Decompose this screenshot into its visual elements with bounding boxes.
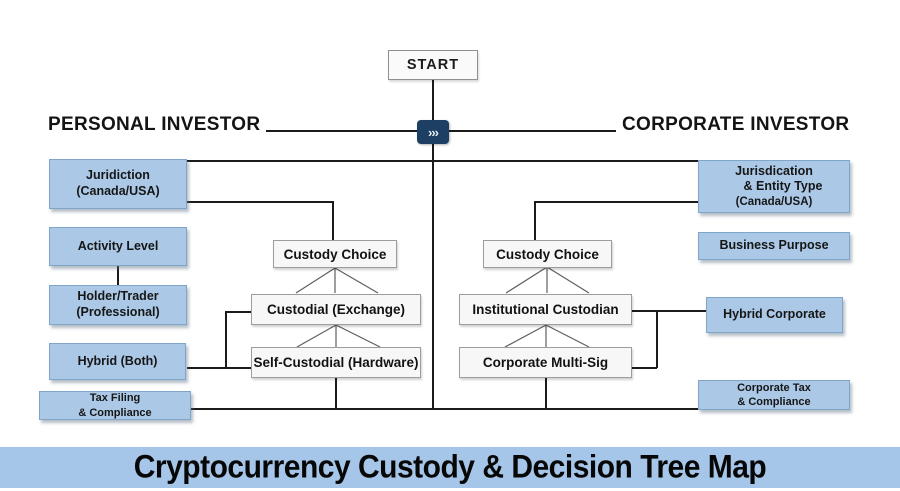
node-hybrid-corporate: Hybrid Corporate [706,297,843,333]
chevrons-icon: ››› [428,124,439,140]
node-line: Activity Level [77,238,159,253]
personal-investor-header: PERSONAL INVESTOR [48,114,261,135]
node-custodial-exchange: Custodial (Exchange) [251,294,421,325]
start-label: START [406,57,460,73]
node-line: Custody Choice [496,246,599,262]
node-line: & Entity Type [743,179,823,194]
node-line: Tax Filing [89,392,141,405]
node-line: Hybrid (Both) [77,353,158,368]
node-hybrid-both: Hybrid (Both) [49,343,186,380]
node-line: Corporate Tax [737,381,811,394]
map-title: Cryptocurrency Custody & Decision Tree M… [133,449,767,485]
node-line: (Canada/USA) [76,184,160,198]
node-institutional-custodian: Institutional Custodian [459,294,632,325]
node-personal-custody-choice: Custody Choice [273,240,397,268]
node-line: Corporate Multi-Sig [482,355,609,370]
node-line: Business Purpose [719,238,829,253]
node-corporate-jurisdiction: Jurisdication & Entity Type (Canada/USA) [698,160,850,213]
node-line: Custodial (Exchange) [266,302,406,317]
start-node: START [388,50,478,80]
node-line: Holder/Trader [77,289,159,304]
node-corporate-custody-choice: Custody Choice [483,240,612,268]
node-corporate-multisig: Corporate Multi-Sig [459,347,632,378]
node-self-custodial-hardware: Self-Custodial (Hardware) [251,347,421,378]
node-line: & Compliance [78,406,152,419]
node-business-purpose: Business Purpose [698,232,850,260]
node-line: Self-Custodial (Hardware) [253,355,419,370]
node-activity-level: Activity Level [49,227,187,266]
node-line: Institutional Custodian [472,302,619,317]
node-holder-trader: Holder/Trader (Professional) [49,285,187,325]
corporate-investor-header: CORPORATE INVESTOR [622,114,850,135]
node-line: Hybrid Corporate [723,307,826,322]
node-line: Jurisdication [735,163,813,178]
node-corporate-tax: Corporate Tax & Compliance [698,380,850,410]
node-line: (Canada/USA) [735,195,813,208]
node-line: (Professional) [76,305,160,319]
node-tax-filing: Tax Filing & Compliance [39,391,191,420]
node-line: & Compliance [737,396,811,408]
footer-banner: Cryptocurrency Custody & Decision Tree M… [0,447,900,488]
node-line: Custody Choice [283,246,387,262]
node-line: Juridiction [86,168,150,183]
branch-split-icon: ››› [417,120,449,144]
node-personal-jurisdiction: Juridiction (Canada/USA) [49,159,187,209]
